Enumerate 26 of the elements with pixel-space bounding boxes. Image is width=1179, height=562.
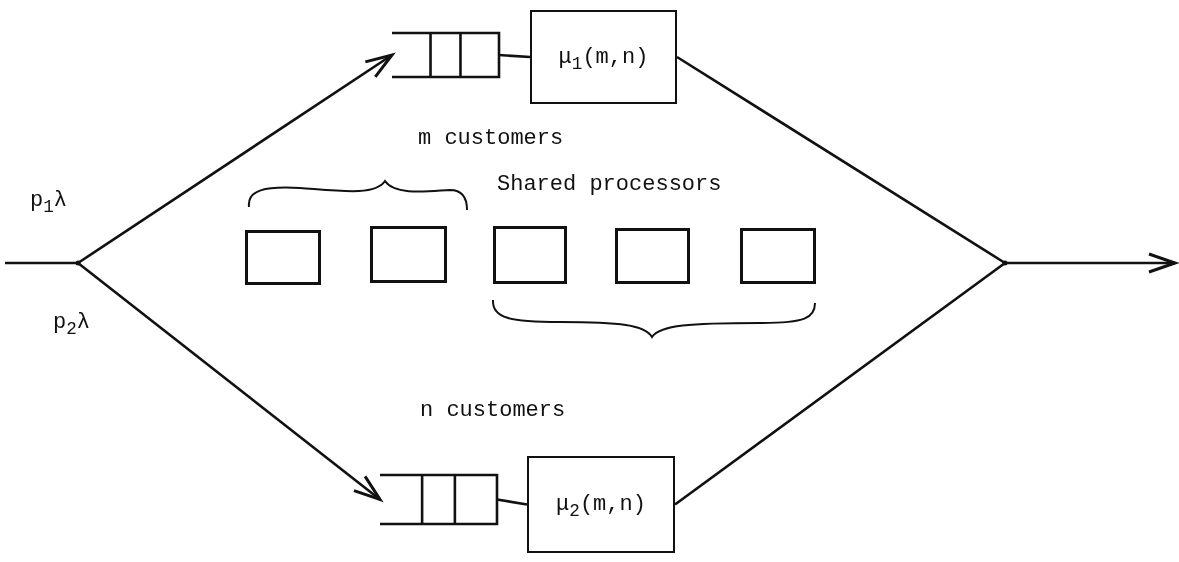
server-box (527, 456, 675, 553)
text-label: m customers (418, 126, 564, 151)
text-label: n customers (420, 398, 566, 423)
connector-line (498, 53, 531, 59)
processor-box (493, 226, 567, 284)
server-box (530, 10, 677, 104)
text-label: Shared processors (497, 172, 722, 197)
service-rate-label: μ$_{2}$(m,n) (556, 492, 646, 517)
connector-line (5, 261, 78, 265)
arrow (77, 261, 382, 501)
connector-line (676, 55, 1006, 265)
connector-line (674, 261, 1006, 506)
arrow (1005, 252, 1177, 274)
queue-symbol (380, 475, 497, 524)
junction-point (74, 259, 82, 267)
processor-box (740, 228, 816, 284)
text-label: p$_{1}$λ (30, 188, 67, 213)
service-rate-label: μ$_{1}$(m,n) (558, 44, 649, 70)
arrow (77, 53, 394, 265)
processor-box (615, 228, 690, 284)
processor-box (370, 226, 447, 283)
junction-point (1001, 259, 1009, 267)
processor-box (245, 230, 321, 285)
queue-symbol (392, 33, 499, 77)
connector-line (496, 498, 528, 506)
text-label: p$_{2}$λ (53, 310, 90, 335)
